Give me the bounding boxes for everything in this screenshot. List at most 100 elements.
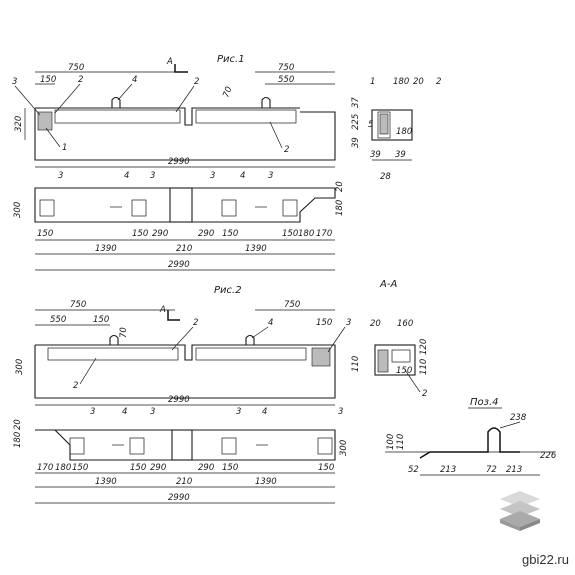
sec-dim-37: 37	[351, 97, 361, 108]
p2d-170: 170	[37, 463, 53, 473]
opening	[129, 437, 145, 455]
aa-dim-20: 20	[370, 319, 381, 329]
f2-callout-4: 4	[268, 318, 273, 328]
channel-right	[195, 109, 297, 124]
pd-170: 170	[316, 229, 332, 239]
sec-dim-180b: 180	[396, 127, 412, 137]
pos4-dim-213: 213	[440, 465, 456, 475]
leader-line	[404, 369, 421, 393]
dim-750-right: 750	[278, 63, 294, 73]
pd-1390b: 1390	[245, 244, 267, 254]
callout-1: 1	[62, 143, 67, 153]
beam-top-edge	[35, 107, 300, 126]
plan-callout-4b: 4	[240, 171, 245, 181]
sec-dim-28: 28	[380, 172, 391, 182]
fig2-side-view: Рис.2 А-А А 750 550 150 70 750 150 300 2…	[15, 279, 397, 406]
channel-left	[54, 109, 181, 124]
aa-dim-110b: 110	[351, 356, 361, 372]
p2d-180: 180	[55, 463, 71, 473]
end-plate-left	[37, 111, 53, 131]
watermark: gbi22.ru	[522, 552, 569, 567]
opening	[317, 437, 333, 455]
opening	[282, 199, 298, 217]
pd-2990: 2990	[168, 260, 190, 270]
plan-callout-3b: 3	[150, 171, 155, 181]
fig2-cross-section: 20 160 120 110 150 110 2	[351, 319, 429, 399]
p2-callout-3c: 3	[236, 407, 241, 417]
f2-dim-70: 70	[119, 327, 129, 338]
leader-line	[499, 421, 521, 429]
callout-2: 2	[78, 75, 83, 85]
pd-290: 290	[152, 229, 168, 239]
f2-dim-2990: 2990	[168, 395, 190, 405]
plan2-gap	[171, 429, 193, 461]
p2d-1390b: 1390	[255, 477, 277, 487]
leader-line	[251, 326, 269, 339]
p2-dim-300: 300	[339, 440, 349, 456]
fig2-plan-view: 3 4 3 3 4 3 180 20 300 170 180 150 150 2…	[13, 407, 349, 504]
pos4-dim-213b: 213	[506, 465, 522, 475]
section-cut-mark-2	[167, 310, 180, 321]
f2-dim-150b: 150	[316, 318, 332, 328]
leader-line	[171, 326, 194, 351]
opening	[131, 199, 147, 217]
p2d-150: 150	[72, 463, 88, 473]
f2-callout-2b: 2	[73, 381, 78, 391]
leader-line	[327, 326, 346, 353]
plan-callout-3d: 3	[268, 171, 273, 181]
pd-150: 150	[37, 229, 53, 239]
beam2-outline	[34, 344, 336, 399]
pos4-dim-100: 100	[386, 434, 396, 450]
pd-1390: 1390	[95, 244, 117, 254]
callout-2c: 2	[284, 145, 289, 155]
plan2-outline	[35, 429, 336, 461]
p2-callout-4b: 4	[262, 407, 267, 417]
f2-dim-550: 550	[50, 315, 66, 325]
p2d-1390: 1390	[95, 477, 117, 487]
sec-dim-225: 225	[351, 114, 361, 130]
callout-2b: 2	[194, 77, 199, 87]
callout-4: 4	[132, 75, 137, 85]
dim-750-left: 750	[68, 63, 84, 73]
f2-dim-750b: 750	[284, 300, 300, 310]
aa-callout-2: 2	[422, 389, 427, 399]
p2d-150d: 150	[318, 463, 334, 473]
dim-2990: 2990	[168, 157, 190, 167]
leader-line	[269, 121, 283, 149]
f2-dim-300: 300	[15, 359, 25, 375]
plan-callout-3c: 3	[210, 171, 215, 181]
f2-callout-3: 3	[346, 318, 351, 328]
p2-callout-3d: 3	[338, 407, 343, 417]
p2d-2990: 2990	[168, 493, 190, 503]
opening	[39, 199, 55, 217]
fig1-title: Рис.1	[217, 54, 245, 65]
leader-line	[54, 83, 81, 114]
plan-callout-4: 4	[124, 171, 129, 181]
p2-callout-3: 3	[90, 407, 95, 417]
pd-180: 180	[298, 229, 314, 239]
site-logo-icon	[500, 491, 540, 531]
aa-hatch	[377, 349, 389, 373]
section-mark-label: А	[166, 57, 173, 67]
pos4-dim-226: 226	[540, 451, 557, 461]
lifting-loop2-right	[245, 334, 255, 345]
p2d-290: 290	[150, 463, 166, 473]
dim-320: 320	[14, 116, 24, 132]
channel2-right	[195, 347, 307, 361]
pd-150c: 150	[222, 229, 238, 239]
pos4-dim-72: 72	[486, 465, 497, 475]
aa-channel	[391, 349, 411, 363]
section-outline	[371, 109, 413, 141]
plan-dim-300: 300	[13, 202, 23, 218]
pd-150d: 150	[282, 229, 298, 239]
leader-line	[175, 85, 195, 113]
p2-dim-180: 180	[13, 432, 23, 448]
lifting-loop2-left	[109, 334, 119, 345]
sec-dim-39b: 39	[370, 150, 381, 160]
sec-dim-20: 20	[413, 77, 424, 87]
p2-callout-3b: 3	[150, 407, 155, 417]
fig1-plan-view: 3 4 3 3 4 3 300 20 180 150 150 290 290 1…	[13, 171, 345, 271]
pos4-dim-110: 110	[396, 434, 406, 450]
leader-line	[45, 127, 61, 148]
